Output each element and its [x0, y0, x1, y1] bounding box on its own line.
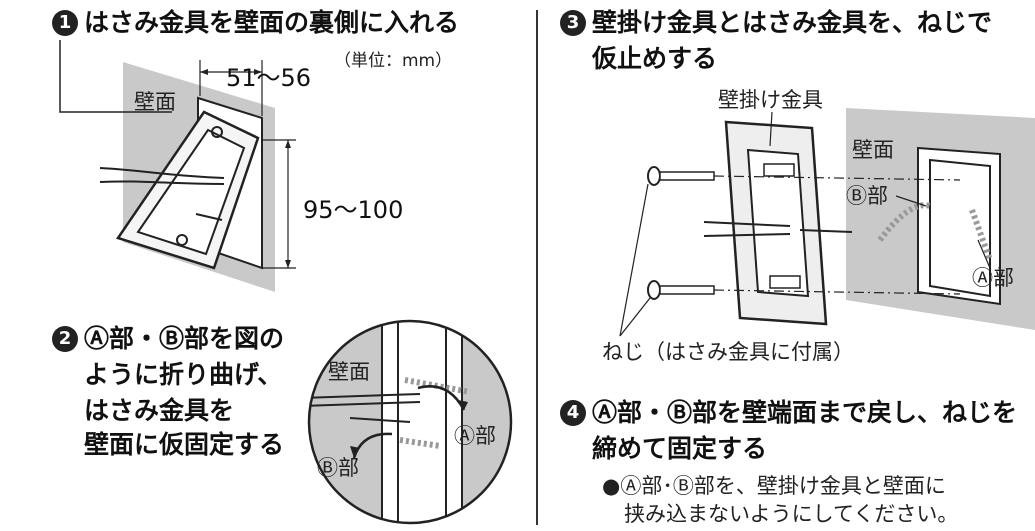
step2-line-3: はさみ金具を	[84, 396, 235, 425]
leader-line	[769, 111, 773, 147]
cable	[99, 180, 225, 185]
clip-arm-b	[877, 202, 931, 242]
bend-arrow-a	[417, 385, 466, 411]
alignment-line	[713, 175, 961, 181]
slot-icon	[769, 275, 801, 289]
step2-part-b-label: Ⓑ部	[317, 456, 359, 480]
cable	[99, 167, 225, 179]
arrow-right-icon	[254, 69, 262, 75]
detail-circle	[307, 319, 513, 525]
column-divider	[536, 10, 538, 525]
step3-wall-label: 壁面	[852, 138, 894, 162]
cable	[799, 229, 853, 233]
step1-width-dimension: 51～56	[226, 64, 312, 92]
clip-bracket-inner	[136, 128, 246, 256]
step3-bracket-label: 壁掛け金具	[718, 88, 823, 112]
step1-illustration	[59, 40, 296, 292]
step3-title-line-1: 壁掛け金具とはさみ金具を、ねじで	[592, 8, 993, 37]
clip-arm-a	[969, 208, 993, 262]
step4-title-line-1: Ⓐ部・Ⓑ部を壁端面まで戻し、ねじを	[592, 398, 1018, 427]
cable	[703, 221, 791, 227]
step1-unit: （単位：mm）	[334, 51, 453, 71]
wall-opening	[917, 146, 1001, 306]
step2-illustration	[307, 319, 513, 525]
clip-arm-b	[349, 417, 411, 423]
step4-title-line-2: 締めて固定する	[592, 434, 768, 463]
clip-bracket	[929, 158, 991, 298]
step4-note-line-2: 挟み込まないようにしてください。	[624, 502, 959, 526]
screw-hole-icon	[211, 126, 223, 138]
step4-note-line-1: ●Ⓐ部･Ⓑ部を、壁掛け金具と壁面に	[602, 474, 946, 498]
step1-wall-label: 壁面	[134, 90, 176, 114]
step2-line-4: 壁面に仮固定する	[84, 430, 285, 459]
step2-number: 2	[52, 326, 78, 352]
clip-bracket	[397, 321, 447, 523]
cable	[309, 401, 421, 407]
clip-arm	[399, 437, 441, 449]
screw-lower	[647, 280, 715, 300]
step3-number: 3	[560, 10, 586, 36]
cable	[309, 393, 421, 399]
arrow-icon	[350, 446, 360, 458]
step2-line-1: Ⓐ部・Ⓑ部を図の	[84, 324, 285, 353]
step4-number: 4	[560, 400, 586, 426]
arrow-left-icon	[200, 69, 208, 75]
clip-arm	[195, 213, 223, 221]
step2-part-a-label: Ⓐ部	[454, 424, 496, 448]
step3-part-a-label: Ⓐ部	[972, 266, 1014, 290]
step2-wall-label: 壁面	[328, 360, 370, 384]
cable	[703, 233, 791, 237]
leader-line	[59, 40, 172, 113]
step1-height-dimension: 95～100	[303, 196, 404, 224]
step3-screw-label: ねじ（はさみ金具に付属）	[602, 340, 854, 364]
step3-title-line-2: 仮止めする	[592, 44, 718, 73]
leader-line	[619, 297, 651, 337]
clip-arm-a	[404, 377, 471, 395]
arrow-down-icon	[285, 260, 291, 268]
arrow-icon	[458, 400, 468, 410]
leader-line	[977, 239, 991, 269]
wall-bracket-inner	[746, 148, 810, 298]
step1-number: 1	[52, 10, 78, 36]
arrow-up-icon	[285, 140, 291, 148]
alignment-line	[713, 289, 961, 295]
slot-icon	[763, 163, 795, 177]
leader-line	[619, 183, 649, 337]
step2-line-2: ように折り曲げ、	[84, 360, 283, 389]
step3-part-b-label: Ⓑ部	[846, 184, 888, 208]
screw-upper	[647, 166, 715, 186]
screw-hole-icon	[176, 234, 188, 246]
step1-title: はさみ金具を壁面の裏側に入れる	[84, 8, 460, 37]
leader-line	[895, 195, 927, 207]
